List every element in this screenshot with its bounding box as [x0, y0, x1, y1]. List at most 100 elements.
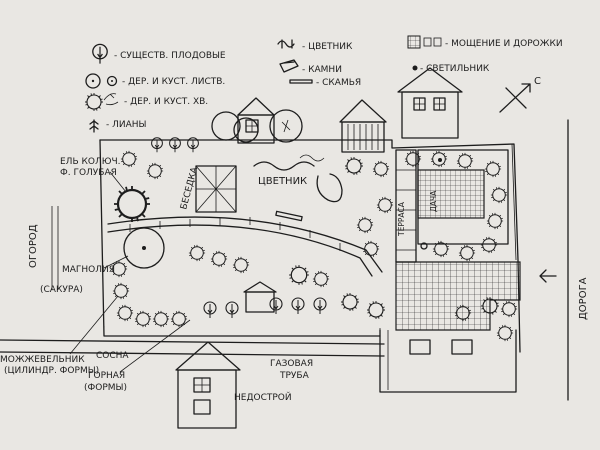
conifer-icon — [458, 244, 476, 262]
legend-bench: - СКАМЬЯ — [289, 78, 361, 88]
courtyard-paving — [395, 261, 521, 331]
conifer-icon — [312, 270, 330, 288]
neighbor-house-right — [397, 67, 463, 139]
conifer-icon — [376, 196, 394, 214]
conifer-icon — [404, 150, 422, 168]
legend-paving-label: - МОЩЕНИЕ И ДОРОЖКИ — [445, 39, 563, 49]
gazebo: БЕСЕДКА — [179, 165, 237, 213]
magnolia-tree-icon — [123, 227, 165, 269]
conifer-icon — [134, 310, 152, 328]
juniper-label: МОЖЖЕВЕЛЬНИК — [0, 355, 85, 365]
bottom-right-house — [379, 329, 517, 393]
conifer-icon — [432, 240, 450, 258]
conifer-icon — [496, 324, 514, 342]
conifer-icon — [152, 310, 170, 328]
vine-icon — [89, 119, 99, 133]
left-labels: ОГОРОД МОЖЖЕВЕЛЬНИК (ЦИЛИНДР. ФОРМЫ) СОС… — [0, 206, 191, 393]
unfinished-building: НЕДОСТРОЙ — [175, 341, 292, 429]
sakura-label: (САКУРА) — [40, 285, 83, 295]
magnolia-label: МАГНОЛИЯ — [62, 265, 115, 275]
conifer-icon — [146, 162, 164, 180]
main-house: ДАЧА ТЕРРАСА — [397, 149, 509, 250]
conifer-icon — [356, 216, 374, 234]
legend-stones-label: - КАМНИ — [302, 65, 342, 75]
bottom-right-house-walls — [379, 329, 517, 393]
conifer-icon — [120, 150, 138, 168]
fruit-tree-icon — [169, 137, 181, 153]
pine-sub-label: ГОРНАЯ — [88, 371, 125, 381]
outer-lines: ДОРОГА — [0, 119, 589, 401]
conifer-icon — [210, 250, 228, 268]
lamp-marker-icon — [420, 242, 428, 250]
neighbor-house-middle — [339, 99, 387, 153]
road-label: ДОРОГА — [578, 277, 589, 320]
conifer-icon — [84, 92, 104, 112]
legend-lamp: - СВЕТИЛЬНИК — [412, 64, 490, 74]
conifer-icon — [188, 244, 206, 262]
legend-deciduous: - ДЕР. И КУСТ. ЛИСТВ. — [85, 73, 225, 89]
fruit-tree-icon — [187, 137, 199, 153]
small-shed — [243, 281, 277, 313]
compass-north-label: С — [534, 76, 541, 87]
pine-label: СОСНА — [96, 351, 129, 361]
conifer-icon — [344, 156, 364, 176]
main-house-outline — [417, 149, 509, 245]
conifer-icon — [366, 300, 386, 320]
conifer-icon — [112, 282, 130, 300]
neighbor-buildings-top — [211, 67, 463, 153]
fruit-tree-row — [151, 137, 327, 319]
legend-conifers: - ДЕР. И КУСТ. ХВ. — [84, 92, 208, 112]
gas-pipe-note: ГАЗОВАЯ ТРУБА — [270, 359, 313, 381]
compass-cross-icon — [505, 87, 527, 109]
legend-flowerbed-label: - ЦВЕТНИК — [302, 42, 353, 52]
fruit-tree-icon — [291, 297, 305, 315]
entrance-arrow-icon — [539, 269, 557, 283]
fruit-tree-icon — [225, 301, 239, 319]
fruit-tree-icon — [203, 301, 217, 319]
conifer-icon — [288, 264, 310, 286]
unfinished-label: НЕДОСТРОЙ — [234, 391, 292, 403]
fir-tree-icon — [112, 184, 152, 224]
fruit-tree-icon — [92, 43, 108, 65]
garden-label: ОГОРОД — [28, 224, 39, 268]
conifer-icon — [490, 186, 508, 204]
conifer-icon — [456, 152, 474, 170]
conifer-icon — [500, 300, 518, 318]
conifer-icon — [486, 212, 504, 230]
legend-paving: - МОЩЕНИЕ И ДОРОЖКИ — [407, 35, 563, 49]
legend-vines-label: - ЛИАНЫ — [106, 120, 147, 130]
curved-path — [107, 216, 383, 277]
legend-vines: - ЛИАНЫ — [89, 119, 147, 133]
magnolia-tree: МАГНОЛИЯ (САКУРА) — [40, 227, 165, 295]
fruit-tree-icon — [313, 297, 327, 315]
gas-pipe-sub-label: ТРУБА — [279, 371, 310, 381]
north-arrow-icon — [499, 83, 531, 113]
legend-stones: - КАМНИ — [279, 59, 342, 75]
legend: - СУЩЕСТВ. ПЛОДОВЫЕ - ДЕР. И КУСТ. ЛИСТВ… — [84, 35, 563, 133]
legend-conifers-label: - ДЕР. И КУСТ. ХВ. — [124, 97, 208, 107]
unfinished-building-outline — [177, 369, 237, 429]
side-walkway — [395, 149, 417, 263]
fir-sub-label: Ф. ГОЛУБАЯ — [60, 168, 117, 178]
legend-fruit-trees: - СУЩЕСТВ. ПЛОДОВЫЕ — [92, 43, 226, 65]
neighbor-house-left — [237, 97, 275, 144]
tree-cluster-top — [211, 109, 303, 143]
lamp-marker-icon — [438, 158, 442, 162]
house-word-label: ДАЧА — [429, 190, 438, 212]
conifer-icon — [340, 292, 360, 312]
legend-fruit-trees-label: - СУЩЕСТВ. ПЛОДОВЫЕ — [114, 51, 226, 61]
flowerbed-wave-icon — [253, 161, 315, 171]
legend-bench-label: - СКАМЬЯ — [316, 78, 361, 88]
gazebo-label: БЕСЕДКА — [179, 165, 200, 210]
house-terrace-paving — [417, 169, 485, 219]
legend-deciduous-label: - ДЕР. И КУСТ. ЛИСТВ. — [122, 77, 225, 87]
stones-marker-icon — [316, 173, 343, 203]
fruit-tree-icon — [151, 137, 163, 153]
bench-marker-icon — [275, 210, 303, 222]
conifer-icon — [232, 256, 250, 274]
conifer-icon — [170, 310, 188, 328]
gas-pipe-label: ГАЗОВАЯ — [270, 359, 313, 369]
conifer-icon — [480, 236, 498, 254]
flowerbed-label: ЦВЕТНИК — [258, 176, 307, 187]
